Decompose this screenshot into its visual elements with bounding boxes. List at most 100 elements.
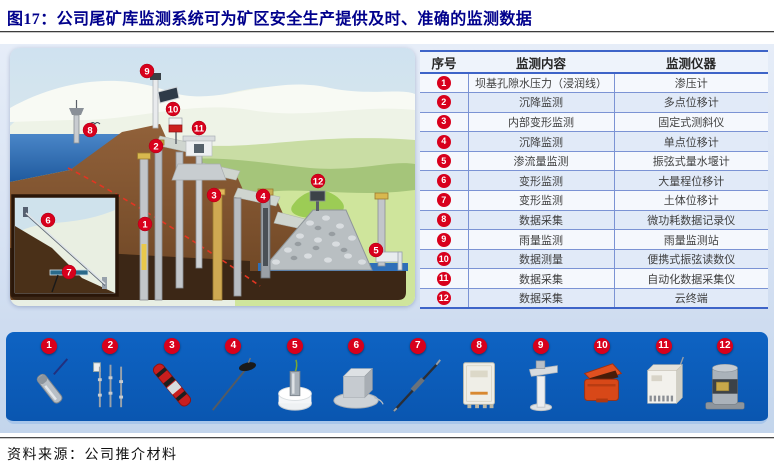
snow-ridge: [10, 80, 415, 122]
title-divider: [0, 31, 774, 33]
monitoring-instrument-cell: 微功耗数据记录仪: [613, 210, 768, 230]
table-row: 9 雨量监测雨量监测站: [420, 229, 768, 250]
table-row: 11 数据采集自动化数据采集仪: [420, 268, 768, 289]
svg-text:5: 5: [373, 246, 379, 257]
monitoring-instrument-cell: 振弦式量水堰计: [613, 151, 768, 171]
row-number-badge: 12: [436, 291, 451, 306]
row-number-badge: 3: [436, 114, 451, 129]
monitoring-content-cell: 沉降监测: [467, 131, 614, 152]
monitoring-content-cell: 数据采集: [467, 288, 614, 309]
svg-text:8: 8: [87, 126, 92, 137]
instrument-item-8: 8: [450, 338, 508, 415]
instrument-number-badge: 8: [471, 338, 488, 354]
monitoring-content-cell: 沉降监测: [467, 92, 614, 113]
row-number-badge: 4: [436, 134, 451, 149]
weir-gauge-icon: [267, 355, 323, 415]
monitoring-instrument-cell: 大量程位移计: [613, 170, 768, 191]
fixed-inclinometer-icon: [144, 355, 200, 415]
monitoring-content-cell: 内部变形监测: [467, 112, 614, 132]
marker-12: 12: [310, 173, 326, 189]
svg-text:7: 7: [66, 268, 71, 279]
instrument-number-badge: 5: [286, 338, 303, 354]
monitoring-instrument-cell: 便携式振弦读数仪: [613, 249, 768, 269]
monitoring-instrument-cell: 雨量监测站: [613, 229, 768, 250]
row-number-cell: 2: [420, 93, 468, 113]
monitoring-content-cell: 变形监测: [467, 190, 614, 211]
monitoring-instrument-cell: 云终端: [613, 288, 768, 309]
instrument-number-badge: 9: [532, 338, 549, 354]
instrument-number-badge: 3: [163, 338, 180, 354]
table-row: 7 变形监测土体位移计: [420, 190, 768, 211]
instrument-item-12: 12: [696, 338, 754, 415]
table-header-row: 序号 监测内容 监测仪器: [420, 51, 768, 74]
soil-displacement-meter-icon: [390, 355, 446, 415]
marker-6: 6: [40, 212, 56, 228]
row-number-badge: 7: [436, 193, 451, 208]
svg-text:2: 2: [153, 142, 158, 153]
row-number-cell: 7: [420, 191, 468, 211]
rain-monitoring-station-icon: [513, 355, 569, 415]
diagram-markers: 1 2 3 4 5 6 7 8 9 10 11 12: [40, 63, 384, 280]
svg-text:6: 6: [45, 216, 50, 227]
marker-7: 7: [61, 264, 77, 280]
svg-text:9: 9: [144, 67, 149, 78]
monitoring-instrument-cell: 固定式测斜仪: [613, 112, 768, 132]
svg-text:10: 10: [168, 105, 179, 116]
row-number-badge: 1: [436, 76, 451, 91]
row-number-badge: 2: [436, 95, 451, 110]
instrument-number-badge: 1: [41, 338, 57, 354]
cloud-terminal-icon: [697, 355, 753, 415]
phreatic-line: [67, 167, 261, 287]
row-number-cell: 10: [420, 249, 468, 269]
row-number-cell: 1: [420, 73, 468, 93]
monitoring-content-cell: 数据采集: [467, 210, 614, 230]
table-row: 4 沉降监测单点位移计: [420, 131, 768, 152]
monitoring-instrument-cell: 自动化数据采集仪: [613, 268, 768, 289]
svg-text:11: 11: [194, 124, 205, 135]
instrument-item-7: 7: [389, 338, 447, 415]
row-number-badge: 6: [436, 173, 451, 188]
instrument-item-5: 5: [266, 338, 324, 415]
marker-9: 9: [139, 63, 155, 79]
low-power-data-recorder-icon: [451, 355, 507, 415]
row-number-cell: 11: [420, 269, 468, 289]
monitoring-instrument-cell: 土体位移计: [613, 190, 768, 211]
surface-devices: [69, 73, 403, 271]
marker-4: 4: [255, 188, 271, 204]
reservoir-water: [10, 134, 122, 182]
portable-vw-readout-icon: [574, 355, 630, 415]
inset-surface-monitoring: [11, 194, 119, 297]
figure-content: 1 2 3 4 5 6 7 8 9 10 11 12: [0, 44, 774, 433]
instrument-number-badge: 2: [102, 338, 119, 354]
row-number-badge: 11: [436, 271, 451, 286]
instrument-item-3: 3: [143, 338, 201, 415]
row-number-cell: 12: [420, 289, 468, 309]
automated-data-acquisition-icon: [636, 355, 692, 415]
monitoring-instrument-cell: 单点位移计: [613, 131, 768, 152]
instrument-item-11: 11: [635, 338, 693, 415]
instrument-number-badge: 4: [225, 338, 242, 354]
row-number-badge: 9: [436, 232, 451, 247]
multipoint-extensometer-icon: [82, 355, 138, 415]
instrument-item-4: 4: [204, 338, 262, 415]
marker-2: 2: [148, 138, 164, 154]
svg-text:12: 12: [313, 177, 324, 188]
monitoring-content-cell: 数据测量: [467, 249, 614, 269]
piezometer-icon: [21, 355, 77, 415]
row-number-cell: 5: [420, 151, 468, 171]
monitoring-content-cell: 数据采集: [467, 268, 614, 289]
monitoring-content-cell: 雨量监测: [467, 229, 614, 250]
instrument-item-10: 10: [573, 338, 631, 415]
monitoring-content-cell: 渗流量监测: [467, 151, 614, 171]
large-range-displacement-meter-icon: [328, 355, 384, 415]
marker-1: 1: [137, 216, 153, 232]
